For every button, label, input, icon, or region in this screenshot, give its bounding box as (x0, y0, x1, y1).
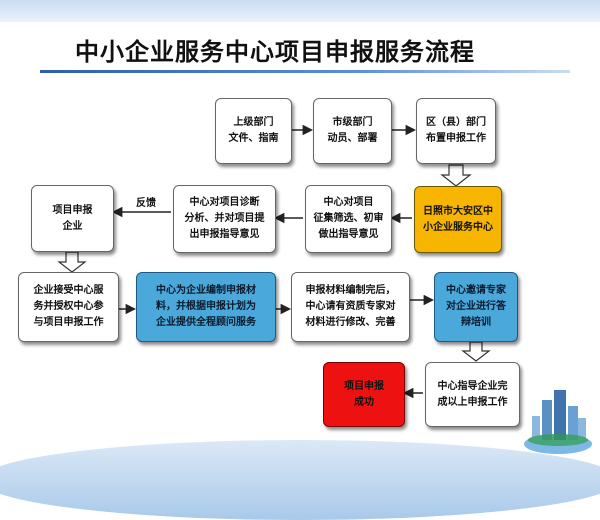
flow-arrows (57, 124, 491, 399)
node-city-dept-text: 市级部门 动员、部署 (327, 117, 378, 144)
node-expert-review: 申报材料编制完后， 中心请有资质专家对 材料进行修改、完善 (291, 272, 410, 342)
node-prepare-materials-text: 中心为企业编制申报材 料，并根据申报计划为 企业提供全程顾问服务 (156, 285, 256, 328)
node-diagnosis-text: 中心对项目诊断 分析、并对项目提 出申报指导意见 (184, 197, 265, 240)
node-service-center: 日照市大安区中 小企业服务中心 (414, 186, 502, 253)
node-guide-completion: 中心指导企业完 成以上申报工作 (425, 362, 520, 427)
node-superior-dept-text: 上级部门 文件、指南 (228, 117, 279, 144)
node-applicant-enterprise: 项目申报 企业 (31, 185, 114, 252)
node-application-success: 项目申报 成功 (323, 362, 405, 427)
node-defense-training: 中心邀请专家 对企业进行答 辩培训 (434, 272, 518, 342)
node-guide-completion-text: 中心指导企业完 成以上申报工作 (437, 380, 508, 408)
node-screening: 中心对项目 征集筛选、初审 做出指导意见 (305, 185, 392, 253)
node-district-dept-text: 区（县）部门 布置申报工作 (426, 117, 486, 144)
node-city-dept: 市级部门 动员、部署 (313, 98, 392, 164)
node-superior-dept: 上级部门 文件、指南 (215, 98, 292, 164)
node-expert-review-text: 申报材料编制完后， 中心请有资质专家对 材料进行修改、完善 (305, 285, 396, 328)
node-defense-training-text: 中心邀请专家 对企业进行答 辩培训 (446, 285, 506, 328)
city-illustration (524, 390, 592, 454)
node-screening-text: 中心对项目 征集筛选、初审 做出指导意见 (313, 197, 384, 240)
node-applicant-enterprise-text: 项目申报 企业 (52, 204, 93, 232)
node-prepare-materials: 中心为企业编制申报材 料，并根据申报计划为 企业提供全程顾问服务 (136, 272, 276, 342)
bottom-swoosh (0, 440, 600, 520)
page-title: 中小企业服务中心项目申报服务流程 (75, 37, 475, 66)
node-diagnosis: 中心对项目诊断 分析、并对项目提 出申报指导意见 (173, 185, 276, 253)
node-service-center-text: 日照市大安区中 小企业服务中心 (423, 205, 493, 233)
node-enterprise-accepts: 企业接受中心服 务并授权中心参 与项目申报工作 (18, 272, 119, 342)
top-band (0, 0, 600, 22)
title-underline (40, 70, 570, 73)
node-application-success-text: 项目申报 成功 (344, 380, 384, 408)
node-district-dept: 区（县）部门 布置申报工作 (416, 98, 496, 164)
node-enterprise-accepts-text: 企业接受中心服 务并授权中心参 与项目申报工作 (33, 285, 104, 328)
feedback-label: 反馈 (136, 198, 156, 209)
